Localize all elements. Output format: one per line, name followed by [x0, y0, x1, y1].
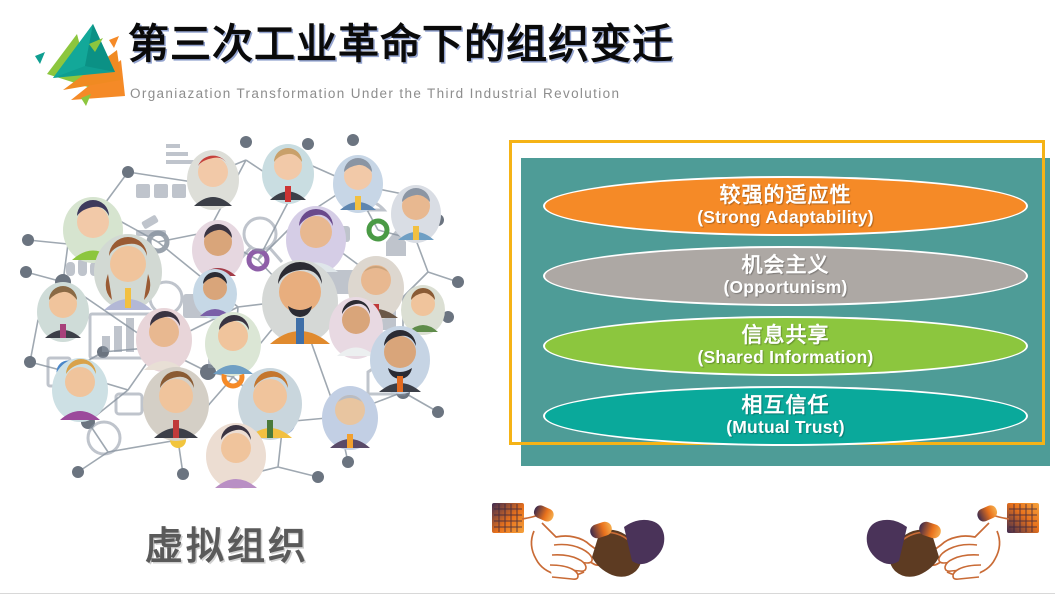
panel-item-label-cn: 机会主义	[741, 253, 830, 277]
slide-header: 第三次工业革命下的组织变迁 Organiazation Transformati…	[0, 0, 1055, 120]
panel-item-label-cn: 较强的适应性	[719, 183, 852, 207]
panel-item-shared-information[interactable]: 信息共享 (Shared Information)	[543, 316, 1028, 376]
characteristics-panel: 较强的适应性 (Strong Adaptability) 机会主义 (Oppor…	[505, 138, 1050, 468]
triangle-prism-logo	[33, 16, 137, 108]
panel-item-label-en: (Strong Adaptability)	[697, 206, 874, 227]
panel-item-mutual-trust[interactable]: 相互信任 (Mutual Trust)	[543, 386, 1028, 446]
panel-item-label-en: (Opportunism)	[723, 276, 848, 297]
handshake-icon	[862, 495, 1047, 590]
page-title: 第三次工业革命下的组织变迁	[128, 21, 674, 67]
people-network-diagram	[8, 122, 478, 492]
page-subtitle: Organiazation Transformation Under the T…	[130, 86, 621, 101]
panel-item-label-cn: 相互信任	[741, 393, 830, 417]
panel-item-label-en: (Shared Information)	[697, 346, 874, 367]
illustration-caption: 虚拟组织	[145, 526, 310, 568]
handshake-icon	[484, 495, 669, 590]
panel-items: 较强的适应性 (Strong Adaptability) 机会主义 (Oppor…	[521, 158, 1050, 466]
panel-item-label-cn: 信息共享	[741, 323, 830, 347]
panel-item-strong-adaptability[interactable]: 较强的适应性 (Strong Adaptability)	[543, 176, 1028, 236]
panel-item-opportunism[interactable]: 机会主义 (Opportunism)	[543, 246, 1028, 306]
panel-item-label-en: (Mutual Trust)	[726, 416, 845, 437]
